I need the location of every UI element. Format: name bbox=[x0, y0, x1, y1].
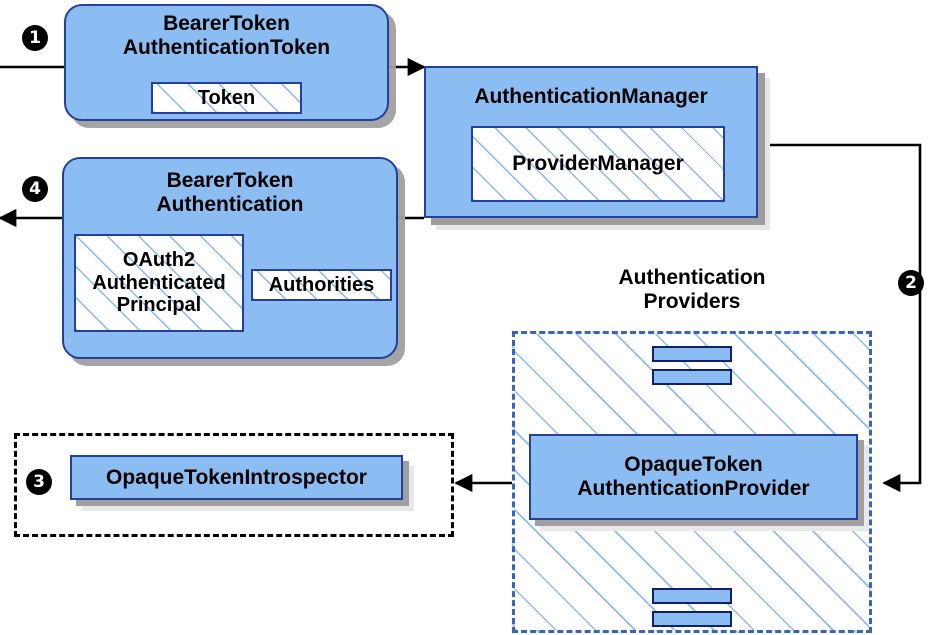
title-line-1: BearerToken bbox=[163, 12, 290, 35]
principal-line-3: Principal bbox=[116, 294, 202, 317]
title-line-2: AuthenticationProvider bbox=[577, 477, 810, 500]
node-opaque-token-authentication-provider[interactable]: OpaqueToken AuthenticationProvider bbox=[529, 434, 858, 520]
title-line-1: OpaqueToken bbox=[624, 453, 763, 477]
node-opaque-token-introspector[interactable]: OpaqueTokenIntrospector bbox=[70, 455, 403, 500]
provider-bar-bottom-2 bbox=[652, 611, 732, 627]
inner-box-token[interactable]: Token bbox=[151, 82, 302, 114]
node-bearer-token-authentication-token[interactable]: BearerToken AuthenticationToken Token bbox=[64, 4, 389, 121]
inner-box-authorities[interactable]: Authorities bbox=[251, 269, 392, 301]
principal-line-1: OAuth2 bbox=[122, 249, 196, 272]
node-authentication-manager[interactable]: AuthenticationManager ProviderManager bbox=[424, 66, 758, 218]
group-caption-authentication-providers: Authentication Providers bbox=[512, 266, 872, 314]
caption-line-2: Providers bbox=[643, 290, 741, 314]
node-title-authentication-manager: AuthenticationManager bbox=[474, 85, 708, 108]
inner-box-provider-manager[interactable]: ProviderManager bbox=[471, 126, 725, 202]
inner-box-oauth2-authenticated-principal[interactable]: OAuth2 Authenticated Principal bbox=[74, 234, 244, 332]
provider-bar-top-2 bbox=[652, 369, 732, 385]
node-title-opaque-token-authentication-provider: OpaqueToken AuthenticationProvider bbox=[577, 453, 809, 500]
principal-line-2: Authenticated bbox=[92, 271, 226, 294]
provider-bar-bottom-1 bbox=[652, 588, 732, 604]
step-badge-4: 4 bbox=[22, 176, 48, 202]
node-bearer-token-authentication[interactable]: BearerToken Authentication OAuth2 Authen… bbox=[62, 157, 398, 359]
node-title-bearer-token-authentication: BearerToken Authentication bbox=[157, 169, 304, 216]
title-line-2: AuthenticationToken bbox=[122, 35, 331, 59]
provider-bar-top-1 bbox=[652, 346, 732, 362]
title-line-2: Authentication bbox=[156, 192, 304, 216]
caption-line-1: Authentication bbox=[618, 266, 766, 289]
step-badge-1: 1 bbox=[22, 25, 48, 51]
step-badge-2: 2 bbox=[898, 270, 924, 296]
title-line-1: BearerToken bbox=[166, 169, 294, 192]
node-title-bearer-token-authentication-token: BearerToken AuthenticationToken bbox=[123, 12, 330, 59]
step-badge-3: 3 bbox=[26, 469, 52, 495]
group-opaque-token-introspector bbox=[14, 433, 454, 537]
